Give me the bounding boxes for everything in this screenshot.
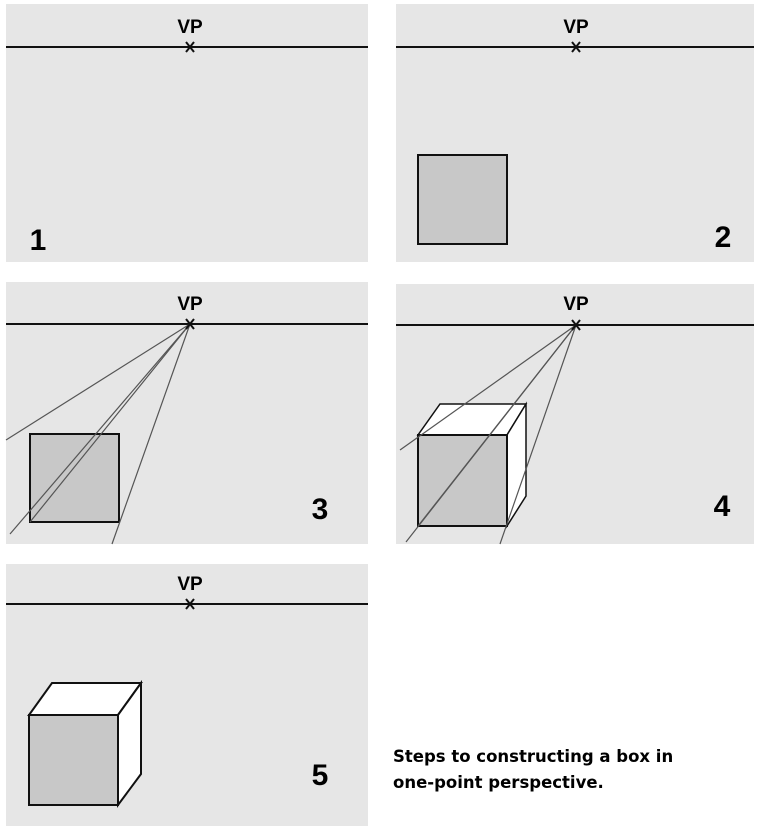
vanishing-point-mark [185, 598, 195, 610]
step-3-panel: VP 3 [5, 282, 368, 545]
vanishing-point-mark [185, 41, 195, 53]
vp-label: VP [177, 574, 203, 595]
step-number: 3 [312, 493, 329, 526]
vp-label: VP [177, 294, 203, 315]
step-number: 1 [30, 224, 47, 257]
step-3-drawing: VP 3 [5, 294, 368, 545]
figure-caption: Steps to constructing a box in one-point… [393, 744, 753, 796]
step-1-panel: VP 1 [6, 4, 368, 262]
vp-label: VP [177, 17, 203, 38]
step-2-panel: VP 2 [396, 4, 754, 262]
step-4-panel: VP 4 [396, 284, 754, 545]
step-1-drawing: VP 1 [6, 17, 368, 257]
step-4-drawing: VP 4 [396, 294, 754, 545]
step-number: 5 [312, 759, 329, 792]
step-5-panel: VP 5 [6, 564, 368, 826]
caption-line-1: Steps to constructing a box in [393, 747, 674, 766]
vp-label: VP [563, 294, 589, 315]
perspective-lines [5, 323, 191, 545]
caption-line-2: one-point perspective. [393, 773, 604, 792]
vanishing-point-mark [571, 41, 581, 53]
box-front-face [28, 714, 119, 806]
box-front-face [29, 433, 120, 523]
box-front-face [417, 434, 508, 527]
vp-label: VP [563, 17, 589, 38]
step-5-drawing: VP 5 [6, 574, 368, 809]
step-number: 2 [715, 221, 732, 254]
vanishing-point-mark [571, 319, 581, 331]
vanishing-point-mark [185, 318, 195, 330]
step-number: 4 [714, 490, 731, 523]
box-front-face [417, 154, 508, 245]
step-2-drawing: VP 2 [396, 17, 754, 254]
perspective-lines [399, 324, 577, 545]
